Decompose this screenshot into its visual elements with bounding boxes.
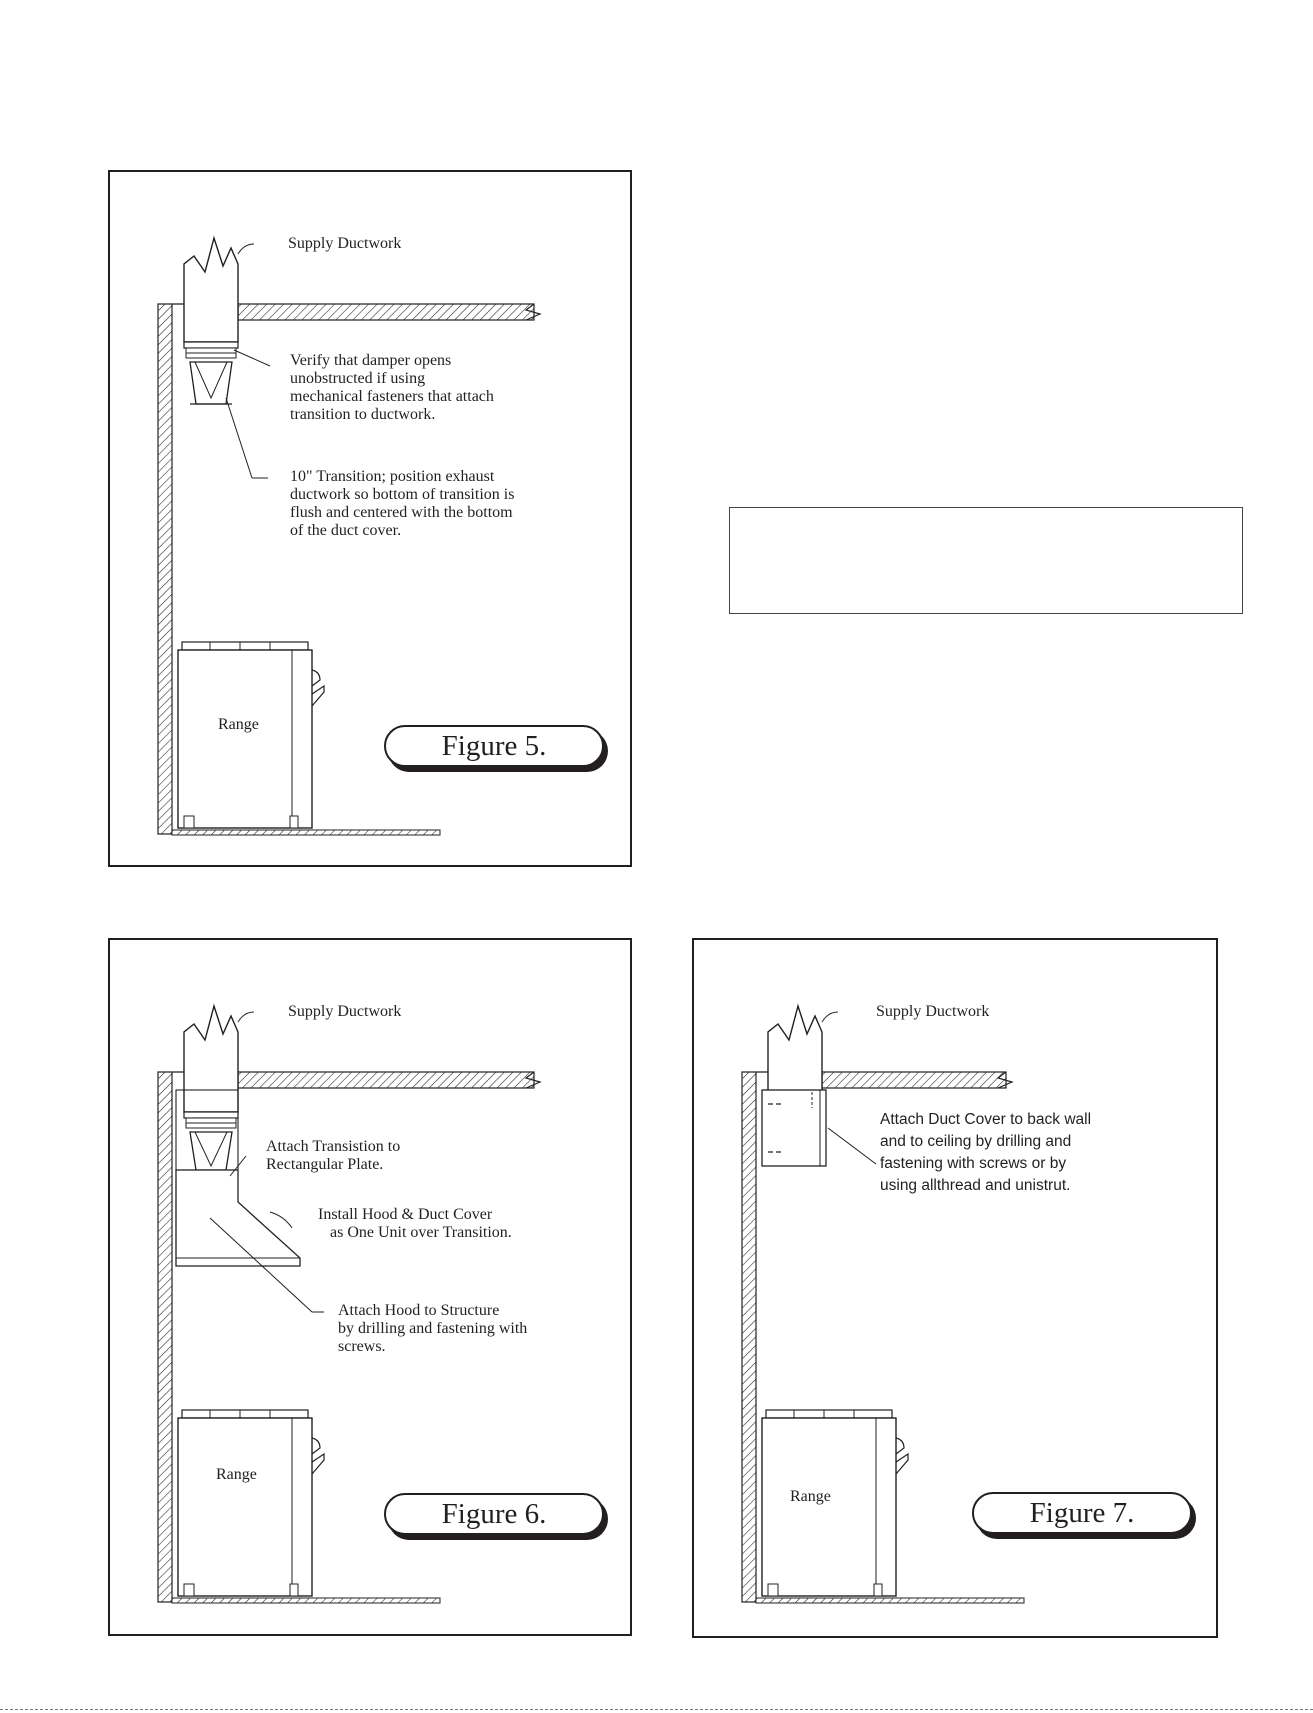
note-box	[729, 507, 1243, 614]
supply-duct	[183, 1003, 239, 1113]
supply-ductwork-label: Supply Ductwork	[876, 1003, 990, 1020]
figure-5-label: Figure 5.	[384, 725, 604, 767]
supply-ductwork-label: Supply Ductwork	[288, 235, 402, 252]
duct-cover-note: Attach Duct Cover to back wall and to ce…	[880, 1111, 1092, 1194]
back-wall	[741, 1071, 757, 1603]
range-label: Range	[790, 1488, 831, 1505]
figure-7-label: Figure 7.	[972, 1492, 1192, 1534]
back-wall	[157, 1071, 173, 1603]
back-wall	[157, 303, 173, 835]
damper-note: Verify that damper opens unobstructed if…	[290, 352, 494, 423]
floor	[755, 1597, 1025, 1604]
figure-6-panel: Supply Ductwork Attach Transistion to Re…	[108, 938, 632, 1636]
install-hood-note: Install Hood & Duct Cover as One Unit ov…	[318, 1206, 512, 1241]
range-label: Range	[216, 1466, 257, 1483]
ceiling	[237, 303, 535, 321]
figure-6-drawing	[157, 1003, 542, 1604]
attach-transition-note: Attach Transistion to Rectangular Plate.	[266, 1138, 401, 1173]
attach-hood-note: Attach Hood to Structure by drilling and…	[338, 1302, 528, 1355]
bottom-rule	[0, 1709, 1313, 1710]
duct-cover	[761, 1089, 827, 1167]
figure-7-panel: Supply Ductwork Attach Duct Cover to bac…	[692, 938, 1218, 1638]
ceiling	[821, 1071, 1007, 1089]
hood	[175, 1169, 301, 1267]
floor	[171, 829, 441, 836]
range-appliance	[177, 641, 325, 829]
range-appliance	[761, 1409, 909, 1597]
transition	[189, 1131, 233, 1171]
supply-ductwork-label: Supply Ductwork	[288, 1003, 402, 1020]
range-appliance	[177, 1409, 325, 1597]
figure-5-panel: Supply Ductwork Verify that damper opens…	[108, 170, 632, 867]
transition-note: 10" Transition; position exhaust ductwor…	[290, 468, 515, 539]
range-label: Range	[218, 716, 259, 733]
figure-7-drawing	[741, 1003, 1025, 1604]
figure-6-label: Figure 6.	[384, 1493, 604, 1535]
figure-5-drawing	[157, 235, 542, 836]
supply-duct	[183, 235, 239, 343]
ceiling	[237, 1071, 535, 1089]
floor	[171, 1597, 441, 1604]
